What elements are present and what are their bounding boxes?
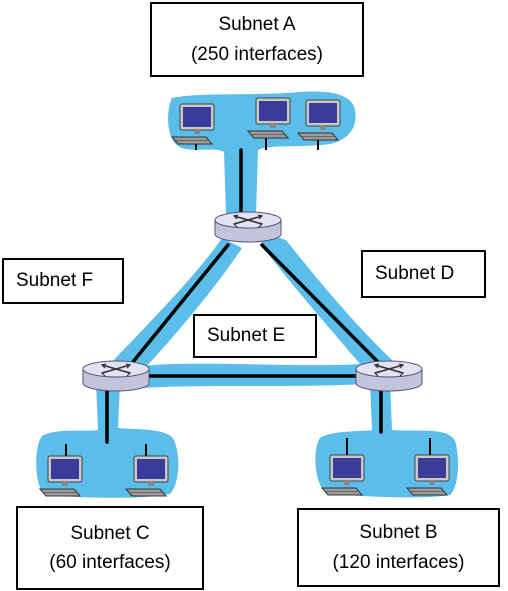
- subnet-a-name: Subnet A: [218, 14, 296, 36]
- subnet-b-detail: (120 interfaces): [332, 551, 465, 573]
- subnet-d-region: [262, 232, 394, 378]
- router-icon: [355, 360, 423, 392]
- subnet-f-name: Subnet F: [16, 270, 94, 292]
- subnet-c-label: Subnet C (60 interfaces): [16, 506, 204, 590]
- link-top-to-right-router: [260, 243, 380, 364]
- subnet-c-name: Subnet C: [70, 522, 150, 544]
- routers: [82, 211, 423, 392]
- subnet-f-label: Subnet F: [2, 258, 124, 304]
- subnet-a-hosts: [171, 97, 341, 145]
- subnet-b-name: Subnet B: [359, 522, 438, 544]
- subnet-d-label: Subnet D: [361, 250, 486, 298]
- subnet-e-name: Subnet E: [207, 325, 286, 347]
- subnet-d-name: Subnet D: [375, 263, 455, 285]
- subnet-c-detail: (60 interfaces): [49, 552, 171, 573]
- link-top-to-left-router: [126, 243, 230, 370]
- subnet-e-label: Subnet E: [193, 314, 317, 358]
- subnet-b-label: Subnet B (120 interfaces): [297, 508, 500, 587]
- subnet-a-detail: (250 interfaces): [190, 43, 323, 65]
- router-icon: [214, 211, 282, 243]
- subnet-a-label: Subnet A (250 interfaces): [150, 2, 364, 77]
- links: [105, 148, 383, 444]
- router-icon: [82, 360, 150, 392]
